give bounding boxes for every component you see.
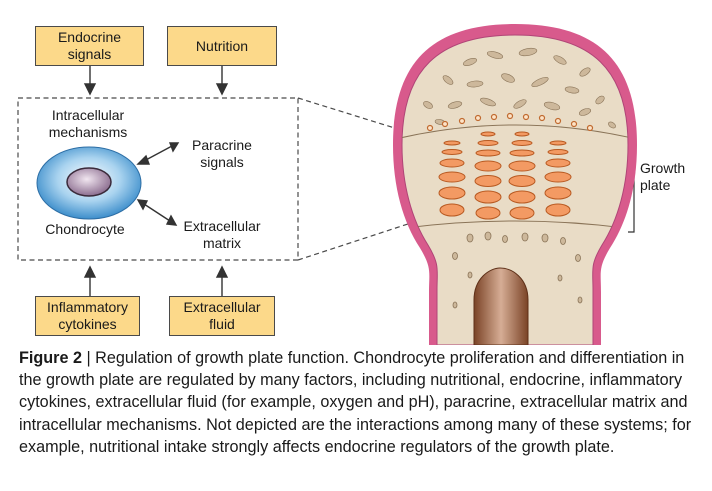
nutrition-box: Nutrition	[167, 26, 277, 66]
chondrocyte-nucleus	[66, 167, 112, 197]
growth-plate-diagram	[17, 24, 637, 345]
zoom-line-bottom	[297, 221, 415, 261]
bone-illustration	[393, 24, 637, 345]
signal-arrows	[136, 142, 180, 226]
inset-frame	[17, 97, 299, 261]
caption-text: Regulation of growth plate function. Cho…	[19, 349, 692, 456]
chondrocyte-label: Chondrocyte	[45, 221, 125, 237]
zoom-line-top	[297, 97, 415, 135]
inflammatory-cytokines-box: Inflammatory cytokines	[35, 296, 140, 336]
endocrine-signals-box: Endocrine signals	[35, 26, 144, 66]
extracellular-matrix-label: Extracellular matrix	[183, 218, 261, 251]
extracellular-fluid-box: Extracellular fluid	[169, 296, 275, 336]
input-arrows	[83, 65, 229, 296]
figure-label: Figure 2	[19, 349, 82, 367]
figure-caption: Figure 2 | Regulation of growth plate fu…	[19, 347, 699, 458]
paracrine-signals-label: Paracrine signals	[192, 137, 252, 170]
growth-plate-label: Growth plate	[640, 160, 686, 193]
intracellular-mechanisms-label: Intracellular mechanisms	[48, 107, 128, 140]
caption-separator: |	[81, 349, 96, 367]
